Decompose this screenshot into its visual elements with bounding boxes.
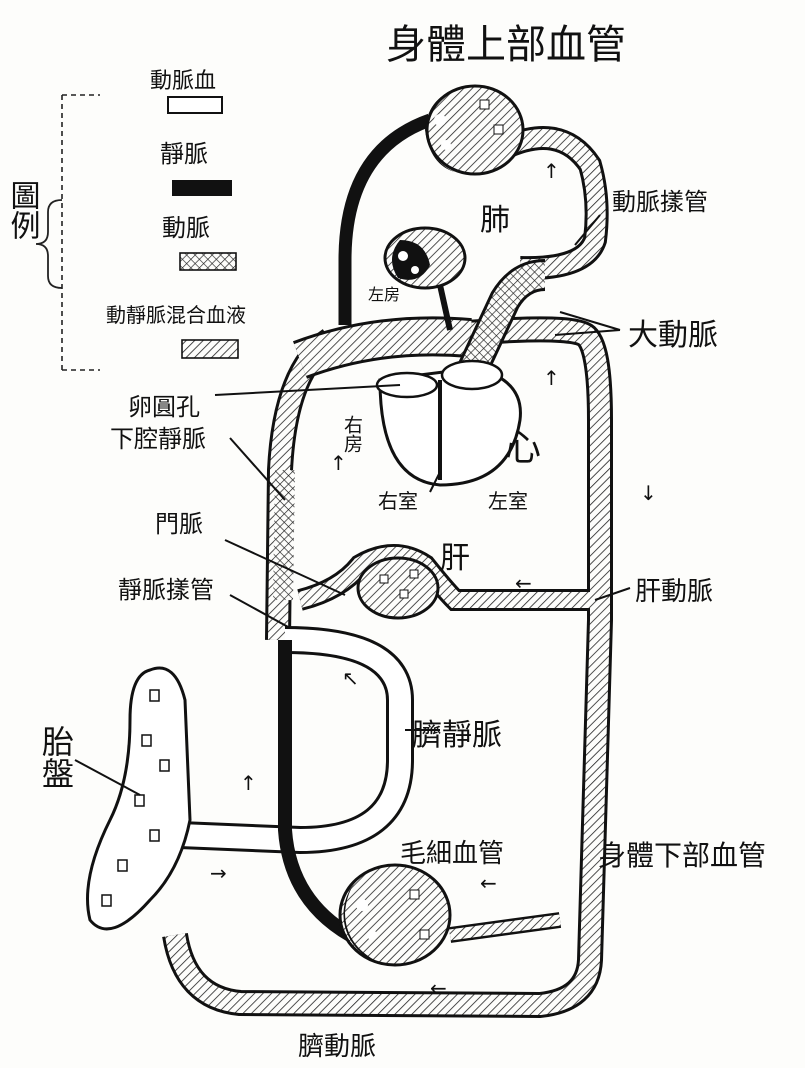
label-aorta: 大動脈 — [628, 318, 718, 353]
svg-text:→: → — [210, 861, 227, 885]
label-left-ventricle: 左室 — [488, 489, 528, 513]
svg-text:←: ← — [480, 871, 497, 895]
svg-text:↑: ↑ — [330, 451, 347, 475]
heart — [377, 361, 520, 485]
legend-label-arterial-blood: 動脈血 — [150, 69, 216, 94]
legend-label-artery: 動脈 — [162, 214, 210, 242]
label-lung: 肺 — [480, 203, 510, 238]
label-left-atrium: 左房 — [368, 285, 400, 304]
legend-label-mixed-blood: 動靜脈混合血液 — [106, 303, 246, 327]
svg-text:↑: ↑ — [543, 366, 560, 390]
svg-text:↓: ↓ — [640, 481, 657, 505]
label-capillaries: 毛細血管 — [400, 839, 504, 869]
label-foramen-ovale: 卵圓孔 — [128, 393, 200, 421]
svg-text:↖: ↖ — [342, 666, 359, 690]
placenta — [88, 668, 191, 929]
label-right-ventricle: 右室 — [378, 489, 418, 513]
label-ductus-venosus: 靜脈㨾管 — [118, 576, 214, 604]
label-umbilical-artery: 臍動脈 — [298, 1032, 376, 1062]
lung — [385, 228, 465, 330]
svg-text:←: ← — [515, 571, 532, 595]
label-portal-vein: 門脈 — [155, 510, 203, 538]
legend-swatch-vein — [172, 180, 232, 196]
label-inferior-vena-cava: 下腔靜脈 — [110, 425, 206, 453]
legend-swatch-artery — [180, 253, 236, 270]
label-right-atrium: 右房 — [341, 415, 363, 453]
svg-text:↑: ↑ — [543, 159, 560, 183]
label-umbilical-vein: 臍靜脈 — [412, 718, 502, 753]
legend-swatch-mixed-blood — [182, 340, 238, 358]
lower-capillary-bed — [340, 865, 560, 965]
ductus-arteriosus-vessel — [500, 138, 597, 268]
legend-swatch-arterial-blood — [168, 97, 222, 113]
label-lower-body-vessels: 身體下部血管 — [598, 839, 766, 872]
label-hepatic-artery: 肝動脈 — [635, 577, 713, 607]
descending-vein — [285, 640, 350, 935]
label-ductus-arteriosus: 動脈㨾管 — [612, 188, 708, 216]
label-heart: 心 — [505, 428, 541, 469]
legend-label-vein: 靜脈 — [160, 140, 208, 168]
legend: 圖例 動脈血 靜脈 動脈 動靜脈混合血液 — [5, 69, 247, 370]
label-placenta: 胎盤 — [37, 725, 75, 789]
legend-heading: 圖例 — [5, 180, 41, 240]
svg-text:←: ← — [430, 976, 447, 1000]
diagram-title: 身體上部血管 — [386, 22, 626, 68]
svg-text:↑: ↑ — [240, 771, 257, 795]
upper-capillary-bed — [425, 86, 523, 174]
label-liver: 肝 — [440, 541, 470, 576]
